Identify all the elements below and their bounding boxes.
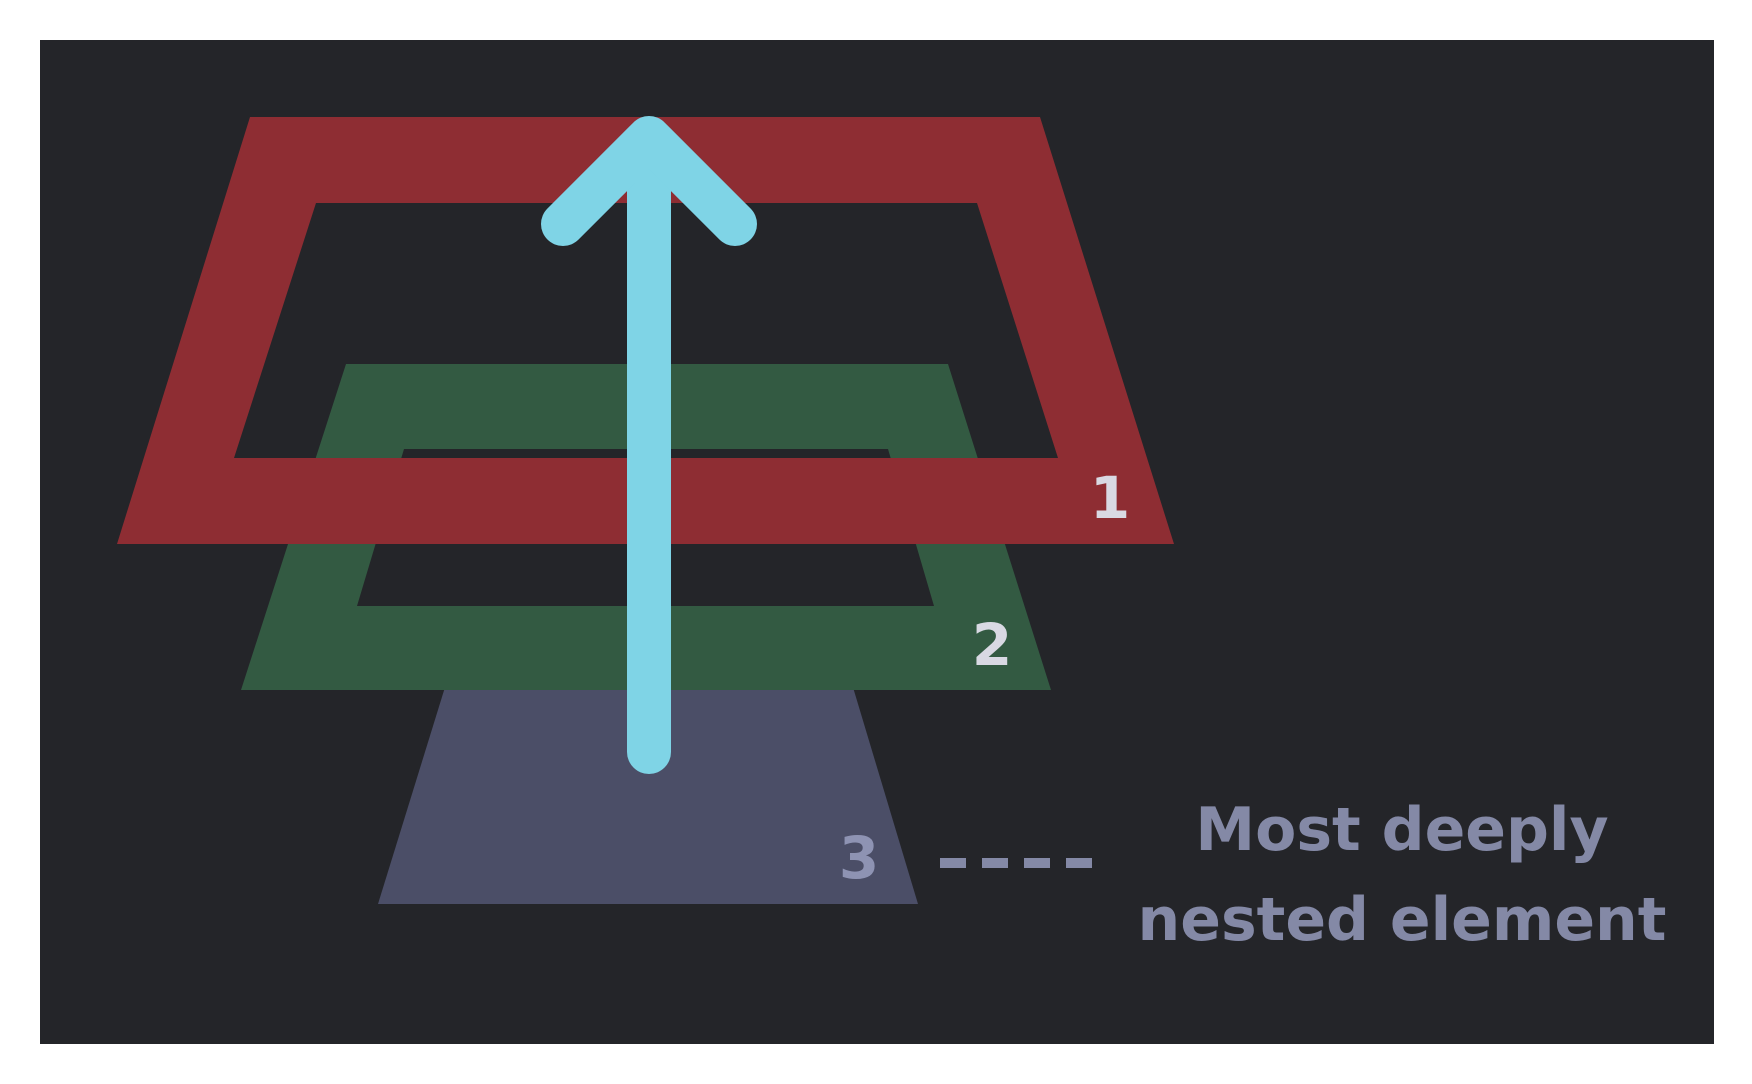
arrow-head xyxy=(541,116,757,246)
layer-2-frame xyxy=(241,364,1051,690)
layer-3-label: 3 xyxy=(839,824,879,892)
arrow-up-icon xyxy=(541,116,757,774)
layer-3-shape xyxy=(378,684,918,904)
caption-line-2: nested element xyxy=(1138,885,1667,955)
layer-1-label: 1 xyxy=(1090,464,1130,532)
caption-line-1: Most deeply xyxy=(1195,795,1608,865)
layer-2-label: 2 xyxy=(972,611,1012,679)
